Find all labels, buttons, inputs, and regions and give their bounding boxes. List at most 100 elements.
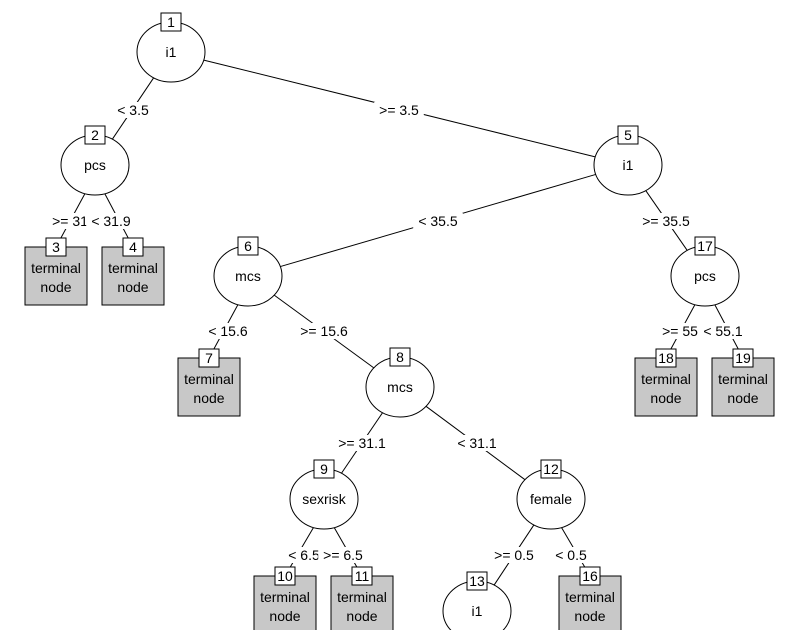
edge-label-text: >= 31	[52, 213, 88, 229]
edge-label-text: >= 6.5	[323, 547, 363, 563]
node-id-label: 11	[355, 568, 370, 584]
terminal-node-label-line1: terminal	[641, 371, 691, 387]
edge-label-text: >= 3.5	[379, 102, 419, 118]
node-id-label: 3	[52, 239, 60, 255]
node-id-box	[237, 236, 259, 256]
node-9: sexrisk 9	[289, 459, 359, 530]
node-id-box	[198, 348, 220, 368]
terminal-node-label-line1: terminal	[565, 589, 615, 605]
edge-label-12-16: < 0.5	[550, 547, 592, 563]
edge-label-bg	[283, 547, 325, 563]
node-id-label: 10	[277, 568, 293, 584]
node-18: terminal node 18	[634, 348, 698, 417]
node-id-label: 12	[543, 461, 559, 477]
node-13: i1 13	[442, 571, 512, 630]
edge-label-9-10: < 6.5	[283, 547, 325, 563]
edge-label-bg	[333, 435, 391, 451]
edge-label-bg	[452, 435, 502, 451]
node-variable-label: i1	[472, 603, 483, 619]
edge-label-6-7: < 15.6	[203, 323, 253, 339]
edge-label-bg	[698, 323, 748, 339]
node-id-label: 1	[167, 14, 175, 30]
terminal-node-label-line2: node	[727, 390, 758, 406]
node-id-label: 4	[129, 239, 137, 255]
edge-label-bg	[49, 213, 91, 229]
edge-label-bg	[413, 213, 463, 229]
edge-label-5-17: >= 35.5	[637, 213, 695, 229]
node-id-box	[732, 348, 754, 368]
terminal-node-label-line1: terminal	[260, 589, 310, 605]
edge-label-bg	[86, 213, 136, 229]
node-3: terminal node 3	[24, 237, 88, 306]
nodes-layer: i11pcs2terminalnode3terminalnode4i15mcs6…	[24, 12, 775, 630]
node-variable-label: pcs	[694, 268, 716, 284]
node-1: i1 1	[136, 12, 206, 83]
edge-label-bg	[295, 323, 353, 339]
edge-label-bg	[550, 547, 592, 563]
edge-label-5-6: < 35.5	[413, 213, 463, 229]
edge-labels-layer: < 3.5 >= 3.5 >= 31< 31.9 < 35.5 >= 35.5 < 15.…	[49, 102, 748, 563]
edge-label-6-8: >= 15.6	[295, 323, 353, 339]
node-id-box	[45, 237, 67, 257]
terminal-node-box	[24, 246, 88, 306]
terminal-node-box	[711, 357, 775, 417]
node-id-box	[274, 566, 296, 586]
terminal-node-label-line2: node	[40, 279, 71, 295]
edge-label-2-4: < 31.9	[86, 213, 136, 229]
terminal-node-label-line1: terminal	[718, 371, 768, 387]
node-id-label: 6	[244, 238, 252, 254]
edge-label-text: < 6.5	[288, 547, 320, 563]
edge-label-text: < 0.5	[555, 547, 587, 563]
edge-label-text: < 35.5	[418, 213, 458, 229]
edge-label-text: < 3.5	[117, 102, 149, 118]
terminal-node-label-line2: node	[117, 279, 148, 295]
edge-label-12-13: >= 0.5	[489, 547, 539, 563]
node-6: mcs 6	[213, 236, 283, 307]
node-variable-label: mcs	[387, 379, 413, 395]
terminal-node-label-line1: terminal	[108, 260, 158, 276]
terminal-node-box	[101, 246, 165, 306]
edge-label-text: >= 55	[662, 323, 698, 339]
terminal-node-label-line1: terminal	[337, 589, 387, 605]
terminal-node-label-line2: node	[193, 390, 224, 406]
edge-label-8-9: >= 31.1	[333, 435, 391, 451]
node-id-label: 18	[658, 350, 674, 366]
edge-label-1-2: < 3.5	[112, 102, 154, 118]
node-variable-label: mcs	[235, 268, 261, 284]
node-id-box	[313, 459, 335, 479]
edge-label-8-12: < 31.1	[452, 435, 502, 451]
node-id-label: 2	[91, 127, 99, 143]
terminal-node-box	[634, 357, 698, 417]
edge-label-17-19: < 55.1	[698, 323, 748, 339]
edge-label-text: >= 15.6	[300, 323, 348, 339]
node-id-label: 17	[697, 238, 713, 254]
node-id-box	[122, 237, 144, 257]
node-variable-label: i1	[166, 44, 177, 60]
edge-label-bg	[112, 102, 154, 118]
node-id-label: 9	[320, 461, 328, 477]
edge-label-bg	[203, 323, 253, 339]
node-id-box	[84, 125, 106, 145]
edge-label-bg	[374, 102, 424, 118]
node-id-box	[579, 566, 601, 586]
node-id-label: 5	[624, 127, 632, 143]
edge-label-text: < 31.9	[91, 213, 131, 229]
node-variable-label: sexrisk	[302, 491, 347, 507]
edge-label-text: < 15.6	[208, 323, 248, 339]
terminal-node-label-line2: node	[650, 390, 681, 406]
node-id-label: 13	[469, 573, 485, 589]
terminal-node-label-line1: terminal	[31, 260, 81, 276]
edge-label-1-5: >= 3.5	[374, 102, 424, 118]
node-id-box	[540, 459, 562, 479]
node-5: i15	[593, 125, 663, 196]
edge-label-bg	[318, 547, 368, 563]
edge-label-text: >= 35.5	[642, 213, 690, 229]
